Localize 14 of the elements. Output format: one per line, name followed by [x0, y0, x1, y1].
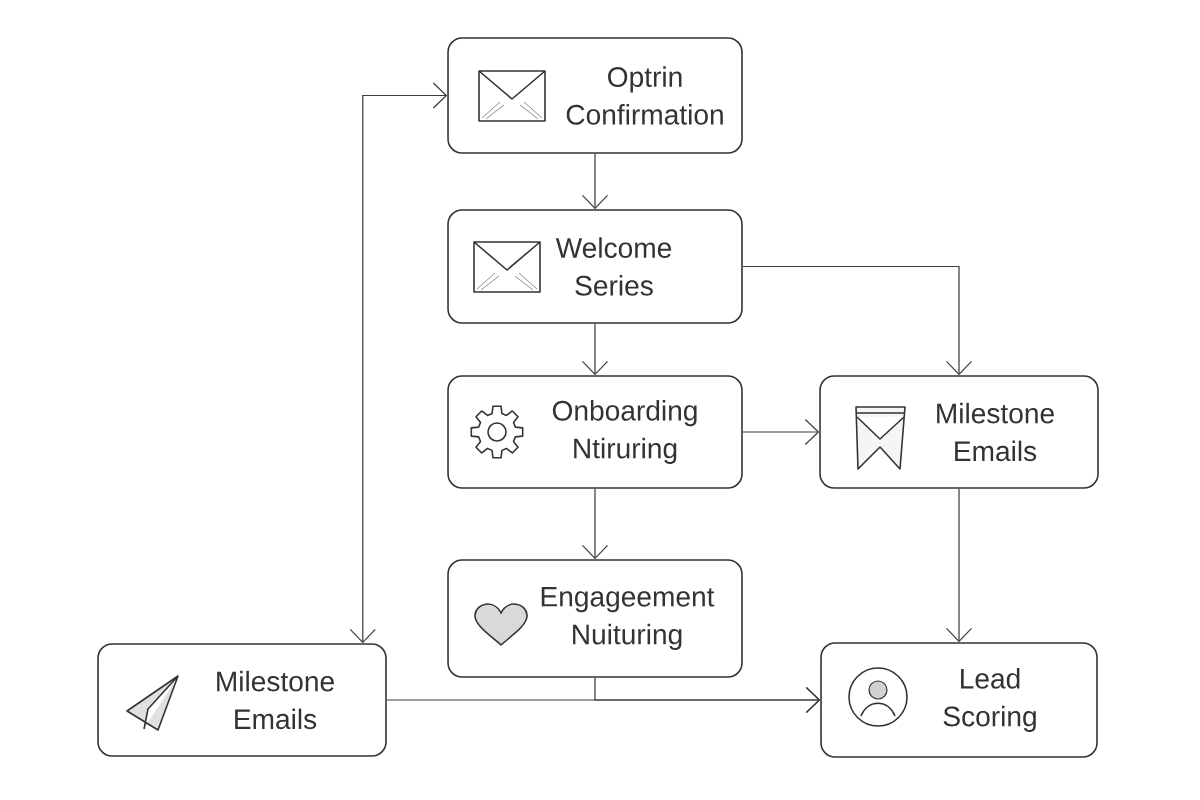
process-box: Milestone Emails — [819, 375, 1099, 489]
arrow — [594, 677, 821, 714]
process-box: Welcome Series — [447, 209, 743, 324]
arrow — [581, 488, 609, 560]
process-box: Onboarding Ntiruring — [447, 375, 743, 489]
arrow — [742, 418, 820, 446]
process-box: Lead Scoring — [820, 642, 1098, 758]
arrow — [581, 153, 609, 210]
arrow — [349, 82, 448, 644]
arrow — [742, 265, 973, 376]
process-box: Optrin Confirmation — [447, 37, 743, 154]
arrow — [945, 488, 973, 643]
process-box: Milestone Emails — [97, 643, 387, 757]
process-box: Engageement Nuituring — [447, 559, 743, 678]
